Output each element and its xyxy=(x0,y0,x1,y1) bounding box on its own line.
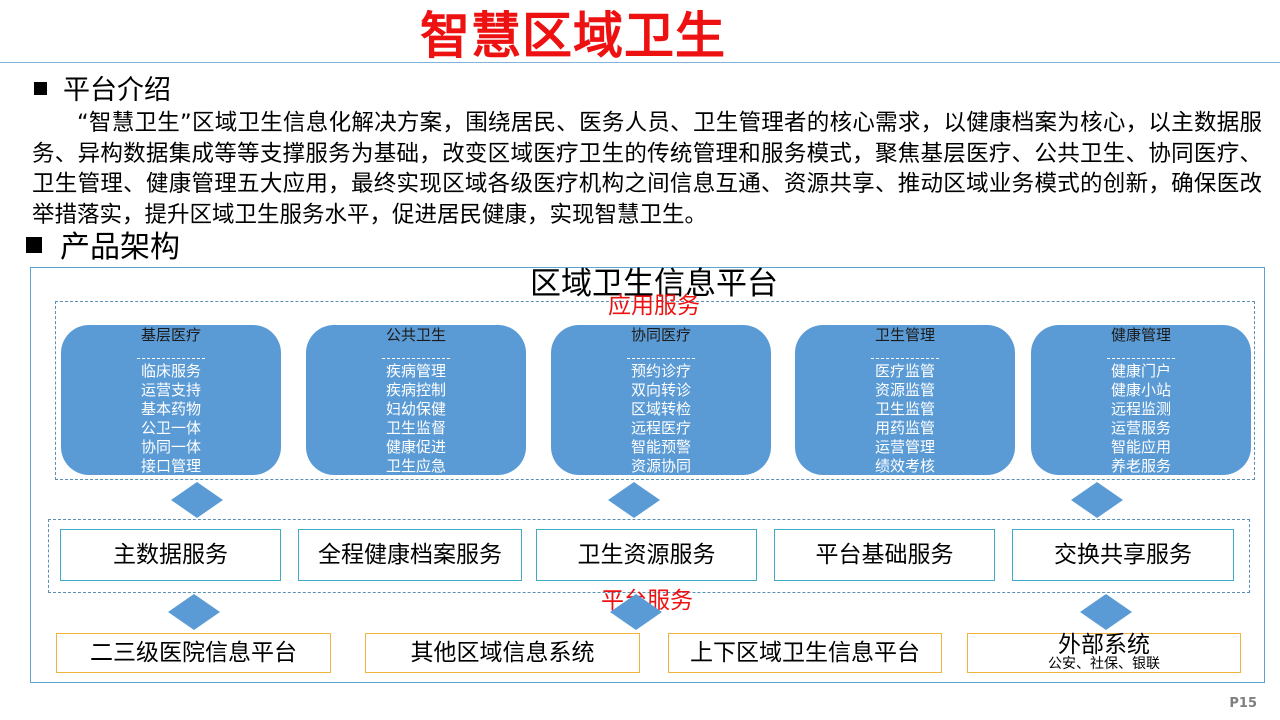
application-card-item: 医疗监管 xyxy=(874,362,935,380)
platform-service-box: 平台基础服务 xyxy=(774,529,995,581)
external-system-label: 其他区域信息系统 xyxy=(410,640,595,666)
application-card-item: 养老服务 xyxy=(1110,457,1171,475)
external-system-box: 外部系统公安、社保、银联 xyxy=(967,633,1241,673)
intro-paragraph: “智慧卫生”区域卫生信息化解决方案，围绕居民、医务人员、卫生管理者的核心需求，以… xyxy=(32,110,1262,228)
square-bullet-icon xyxy=(34,82,47,95)
application-card-item: 健康门户 xyxy=(1110,362,1171,380)
application-card-item: 健康小站 xyxy=(1110,381,1171,399)
card-divider xyxy=(1107,358,1175,359)
title-divider xyxy=(0,62,1280,63)
application-services-frame xyxy=(55,301,1255,480)
application-card-title: 健康管理 xyxy=(1110,326,1171,344)
application-card-item: 双向转诊 xyxy=(630,381,691,399)
application-card-title: 协同医疗 xyxy=(630,326,691,344)
intro-heading: 平台介绍 xyxy=(34,74,171,108)
application-card: 卫生管理医疗监管资源监管卫生监管用药监管运营管理绩效考核 xyxy=(795,325,1015,475)
card-divider xyxy=(627,358,695,359)
application-card-item: 智能预警 xyxy=(630,438,691,456)
application-card-item: 资源监管 xyxy=(874,381,935,399)
application-card: 基层医疗临床服务运营支持基本药物公卫一体协同一体接口管理 xyxy=(61,325,281,475)
external-system-box: 其他区域信息系统 xyxy=(365,633,640,673)
platform-title: 区域卫生信息平台 xyxy=(530,266,778,302)
application-card: 健康管理健康门户健康小站远程监测运营服务智能应用养老服务 xyxy=(1031,325,1251,475)
application-card-item: 预约诊疗 xyxy=(630,362,691,380)
application-card-item: 绩效考核 xyxy=(874,457,935,475)
application-card-title: 卫生管理 xyxy=(874,326,935,344)
external-system-box: 上下区域卫生信息平台 xyxy=(668,633,942,673)
platform-service-box: 交换共享服务 xyxy=(1012,529,1234,581)
intro-heading-label: 平台介绍 xyxy=(63,75,171,106)
platform-service-box: 卫生资源服务 xyxy=(536,529,757,581)
application-services-label: 应用服务 xyxy=(608,293,700,319)
platform-service-box: 全程健康档案服务 xyxy=(298,529,522,581)
application-card-item: 接口管理 xyxy=(140,457,201,475)
application-card-item: 临床服务 xyxy=(140,362,201,380)
external-system-sublabel: 公安、社保、银联 xyxy=(1048,656,1160,672)
card-divider xyxy=(871,358,939,359)
application-card: 公共卫生疾病管理疾病控制妇幼保健卫生监督健康促进卫生应急 xyxy=(306,325,526,475)
application-card-item: 运营管理 xyxy=(874,438,935,456)
application-card-item: 公卫一体 xyxy=(140,419,201,437)
platform-service-box: 主数据服务 xyxy=(60,529,281,581)
architecture-heading: 产品架构 xyxy=(26,231,180,265)
page-title: 智慧区域卫生 xyxy=(420,7,726,65)
external-system-label: 外部系统 xyxy=(1058,632,1150,658)
application-card-item: 区域转检 xyxy=(630,400,691,418)
application-card-item: 卫生应急 xyxy=(385,457,446,475)
application-card-item: 妇幼保健 xyxy=(385,400,446,418)
external-system-label: 二三级医院信息平台 xyxy=(90,640,297,666)
application-card-item: 远程医疗 xyxy=(630,419,691,437)
application-card-item: 远程监测 xyxy=(1110,400,1171,418)
application-card-title: 基层医疗 xyxy=(140,326,201,344)
application-card-item: 卫生监督 xyxy=(385,419,446,437)
page-number: P15 xyxy=(1229,696,1257,711)
application-card-title: 公共卫生 xyxy=(385,326,446,344)
application-card-item: 运营服务 xyxy=(1110,419,1171,437)
architecture-heading-label: 产品架构 xyxy=(60,230,180,265)
external-system-label: 上下区域卫生信息平台 xyxy=(690,640,920,666)
external-system-box: 二三级医院信息平台 xyxy=(56,633,331,673)
application-card-item: 卫生监管 xyxy=(874,400,935,418)
application-card: 协同医疗预约诊疗双向转诊区域转检远程医疗智能预警资源协同 xyxy=(551,325,771,475)
application-card-item: 健康促进 xyxy=(385,438,446,456)
application-card-item: 基本药物 xyxy=(140,400,201,418)
application-card-item: 用药监管 xyxy=(874,419,935,437)
card-divider xyxy=(382,358,450,359)
card-divider xyxy=(137,358,205,359)
application-card-item: 资源协同 xyxy=(630,457,691,475)
square-bullet-icon xyxy=(26,237,42,253)
application-card-item: 运营支持 xyxy=(140,381,201,399)
application-card-item: 智能应用 xyxy=(1110,438,1171,456)
architecture-diagram-frame xyxy=(30,267,1265,683)
application-card-item: 疾病管理 xyxy=(385,362,446,380)
platform-services-frame xyxy=(48,519,1250,593)
application-card-item: 疾病控制 xyxy=(385,381,446,399)
application-card-item: 协同一体 xyxy=(140,438,201,456)
